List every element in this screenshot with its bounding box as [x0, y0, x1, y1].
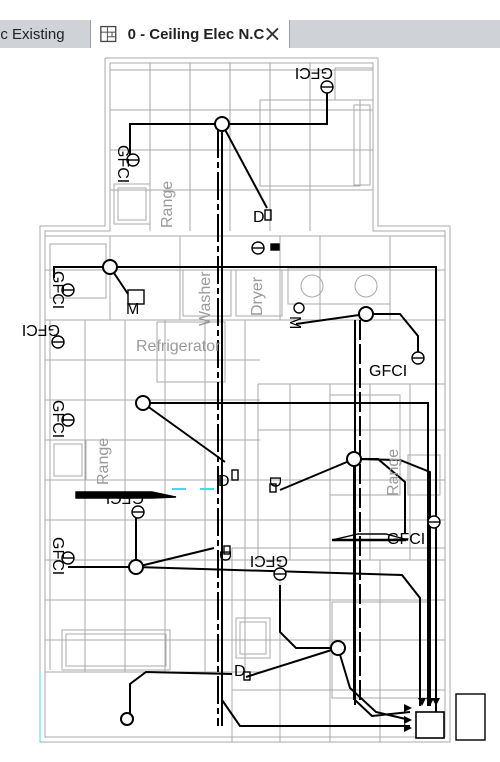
- wiring: [53, 85, 437, 727]
- dimmer-label: D: [218, 473, 230, 490]
- gfci-label: GFCI: [49, 537, 66, 575]
- tab-strip: ec Existing 0 - Ceiling Elec N.C: [0, 20, 500, 49]
- dimmer-label: D: [216, 550, 233, 562]
- range-label: Range: [385, 449, 402, 496]
- gfci-label: GFCI: [114, 145, 131, 183]
- gfci-label: GFCI: [295, 64, 333, 81]
- range-label: Range: [159, 181, 176, 228]
- device-symbols: [75, 209, 409, 681]
- dryer-label: Dryer: [249, 276, 266, 316]
- gfci-label: GFCI: [387, 531, 425, 548]
- floor-plan-walls: [39, 57, 451, 743]
- dimmer-label: D: [266, 476, 283, 488]
- junction-box: [346, 451, 362, 467]
- gfci-labels: GFCI GFCI GFCI GFCI GFCI GFCI GFCI GFCI …: [22, 64, 425, 575]
- gfci-label: GFCI: [106, 489, 144, 506]
- junction-boxes: [102, 116, 374, 726]
- close-icon[interactable]: [264, 25, 281, 43]
- view-tab-bar: ec Existing 0 - Ceiling Elec N.C: [0, 0, 500, 49]
- tab-elec-existing-label: ec Existing: [0, 25, 65, 43]
- washer-label: Washer: [197, 271, 214, 326]
- gfci-label: GFCI: [250, 552, 288, 569]
- junction-box: [214, 116, 230, 132]
- panel-box[interactable]: [415, 711, 445, 739]
- tab-ceiling-elec[interactable]: 0 - Ceiling Elec N.C: [90, 20, 290, 48]
- junction-box: [128, 559, 144, 575]
- gfci-label: GFCI: [49, 271, 66, 309]
- junction-box: [120, 712, 134, 726]
- gfci-label: GFCI: [22, 321, 60, 338]
- appliance-labels: Range Range Range Washer Dryer Refrigera…: [95, 181, 402, 496]
- floor-plan-view-icon: [100, 25, 117, 43]
- dimmer-label: D: [234, 663, 246, 680]
- tab-ceiling-elec-label: 0 - Ceiling Elec N.C: [127, 25, 265, 43]
- tab-elec-existing[interactable]: ec Existing: [0, 20, 90, 48]
- ceiling-electrical-plan: GFCI GFCI GFCI GFCI GFCI GFCI GFCI GFCI …: [22, 57, 486, 743]
- homerun-arrows: [404, 698, 440, 732]
- gfci-label: GFCI: [369, 363, 407, 380]
- motor-label: M: [126, 301, 139, 318]
- junction-box: [330, 640, 346, 656]
- dimmer-label: D: [253, 209, 265, 226]
- drawing-canvas[interactable]: GFCI GFCI GFCI GFCI GFCI GFCI GFCI GFCI …: [0, 48, 500, 762]
- range-label: Range: [95, 438, 112, 485]
- refrigerator-label: Refrigerator: [136, 338, 221, 355]
- electrical-panel-outline: [455, 693, 486, 741]
- cyan-accents: [39, 488, 214, 742]
- junction-box: [358, 306, 374, 322]
- motor-label: M: [286, 316, 303, 329]
- receptacle-symbols: [51, 80, 441, 581]
- device-letter-labels: D D D D D M M: [126, 209, 303, 680]
- junction-box: [135, 395, 151, 411]
- gfci-label: GFCI: [49, 400, 66, 438]
- junction-box: [102, 259, 118, 275]
